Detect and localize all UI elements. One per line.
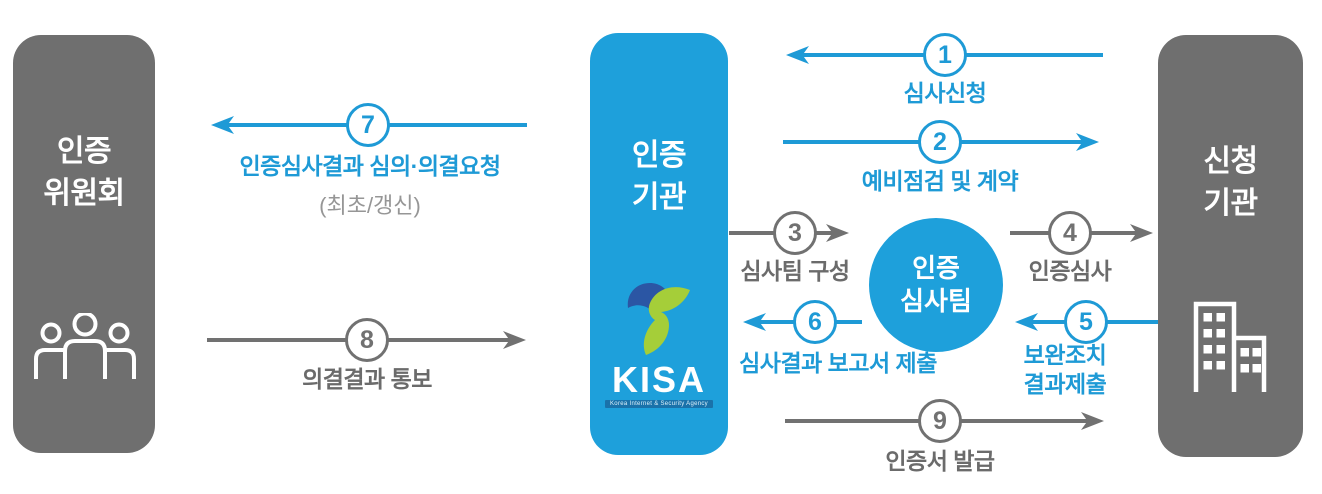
committee-label: 인증 위원회 — [13, 131, 155, 215]
step-3-badge: 3 — [773, 211, 817, 255]
step-7-label: 인증심사결과 심의·의결요청 — [239, 153, 501, 179]
step-1-label: 심사신청 — [903, 80, 987, 106]
committee-box: 인증 위원회 — [13, 35, 155, 453]
step-5-label: 보완조치 결과제출 — [1024, 341, 1107, 399]
certification-body-box: 인증 기관 KISA Korea Internet & Security Age… — [590, 33, 728, 455]
audit-team-circle: 인증 심사팀 — [869, 218, 1003, 352]
certification-body-label-line1: 인증 — [631, 139, 687, 172]
step-5-label-line2: 결과제출 — [1023, 371, 1107, 397]
step-8-label: 의결결과 통보 — [302, 366, 432, 392]
step-3-label: 심사팀 구성 — [740, 258, 850, 284]
applicant-label: 신청 기관 — [1158, 141, 1303, 225]
step-2-label: 예비점검 및 계약 — [861, 168, 1019, 194]
step-9-badge: 9 — [918, 399, 962, 443]
people-icon — [34, 313, 136, 379]
applicant-box: 신청 기관 — [1158, 35, 1303, 457]
step-5-badge: 5 — [1064, 300, 1108, 344]
step-2-badge: 2 — [918, 120, 962, 164]
kisa-logo-mark-icon — [627, 283, 690, 355]
kisa-logo: KISA Korea Internet & Security Agency — [590, 281, 728, 408]
certification-body-label-line2: 기관 — [631, 181, 687, 214]
step-6-badge: 6 — [793, 300, 837, 344]
step-5-label-line1: 보완조치 — [1023, 342, 1107, 368]
kisa-logo-tagline: Korea Internet & Security Agency — [605, 400, 713, 408]
step-7-badge: 7 — [346, 103, 390, 147]
certification-body-label: 인증 기관 — [590, 135, 728, 219]
committee-label-line2: 위원회 — [43, 177, 125, 210]
step-4-label: 인증심사 — [1028, 258, 1112, 284]
kisa-logo-text: KISA — [611, 359, 706, 400]
committee-label-line1: 인증 — [56, 135, 112, 168]
building-icon — [1193, 301, 1267, 392]
applicant-label-line2: 기관 — [1203, 187, 1258, 220]
step-9-label: 인증서 발급 — [885, 448, 995, 474]
step-1-badge: 1 — [923, 33, 967, 77]
step-8-badge: 8 — [345, 318, 389, 362]
audit-team-label-line2: 심사팀 — [900, 286, 972, 316]
applicant-label-line1: 신청 — [1203, 145, 1258, 178]
step-4-badge: 4 — [1048, 211, 1092, 255]
audit-team-label-line1: 인증 — [912, 253, 960, 283]
step-6-label: 심사결과 보고서 제출 — [739, 350, 937, 376]
step-7-note: (최초/갱신) — [319, 193, 421, 218]
